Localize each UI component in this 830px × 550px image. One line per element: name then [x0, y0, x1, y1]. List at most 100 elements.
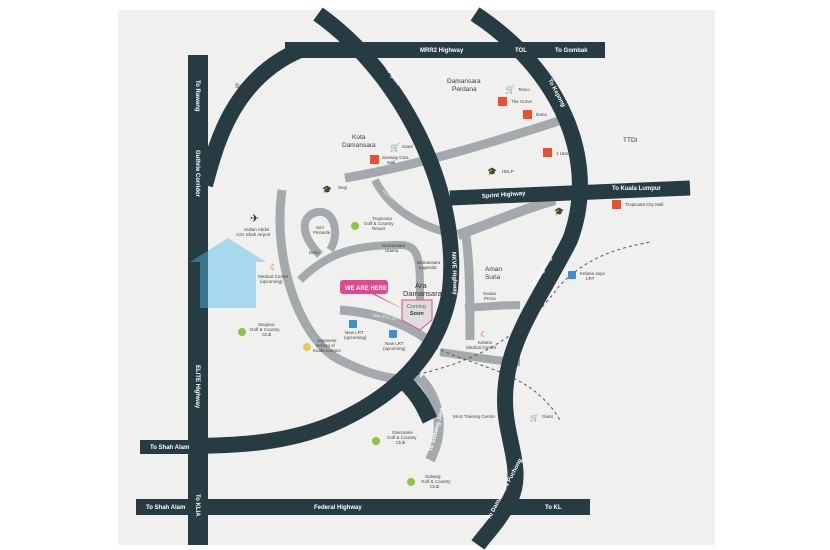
cart-icon: 🛒 — [505, 84, 515, 94]
airplane-icon: ✈ — [250, 213, 259, 225]
graduation-cap-icon: 🎓 — [554, 207, 564, 216]
svg-text:The Curve: The Curve — [511, 99, 533, 104]
shopping-bag-icon — [370, 155, 379, 164]
poi-tropicana-city-mall: Tropicana City Mall — [612, 200, 663, 209]
poi-medical-centre: ☾ Medical Centre(upcoming) — [258, 263, 289, 284]
golf-icon — [372, 437, 380, 445]
golf-icon — [238, 328, 246, 336]
svg-text:Tropicana City Mall: Tropicana City Mall — [625, 202, 663, 207]
red-crescent-icon: ☾ — [270, 263, 277, 272]
we-are-here-bubble — [340, 280, 388, 294]
ara-damansara-road — [297, 240, 424, 301]
poi-tesco: 🛒Tesco — [505, 84, 530, 94]
nkve-label: NKVE Highway — [450, 252, 458, 296]
school-icon — [303, 343, 311, 351]
poi-segi: 🎓 Segi — [322, 185, 347, 194]
cart-icon: 🛒 — [530, 413, 539, 422]
svg-text:KDU: KDU — [570, 209, 580, 214]
ldp-west-highway — [197, 7, 460, 454]
svg-text:Giant: Giant — [402, 144, 414, 149]
persiaran-mahogani — [371, 178, 447, 236]
mrr2-label: MRR2 Highway — [420, 48, 464, 54]
svg-text:1 Utama: 1 Utama — [556, 151, 574, 156]
shopping-bag-icon — [523, 110, 532, 119]
golf-icon — [351, 222, 359, 230]
golf-icon — [407, 478, 415, 486]
watermark-house-icon — [190, 238, 266, 308]
nkve-branch — [394, 371, 438, 424]
pointer — [372, 294, 405, 310]
graduation-cap-icon: 🎓 — [487, 167, 497, 176]
suasa-road — [464, 301, 521, 312]
sprint-label: Sprint Highway — [482, 191, 527, 200]
to-gombak-label: To Gombak — [555, 48, 588, 54]
cart-icon: 🛒 — [390, 142, 400, 152]
poi-the-curve: The Curve — [498, 97, 533, 106]
svg-text:MAS Training Centre: MAS Training Centre — [453, 414, 495, 419]
sungai-buloh-arc — [197, 42, 304, 188]
coming-soon-site — [401, 299, 433, 331]
to-kl-label: To KL — [545, 505, 562, 511]
lrt-line — [399, 241, 651, 379]
svg-text:WE ARE HERE: WE ARE HERE — [345, 286, 387, 292]
svg-text:Segi: Segi — [338, 185, 347, 190]
guthrie-label: Guthrie Corridor — [194, 150, 200, 198]
svg-text:Tesco: Tesco — [518, 87, 530, 92]
poi-lrt-2: New LRT(upcoming) — [383, 330, 406, 351]
shopping-bag-icon — [543, 148, 552, 157]
local-roads — [275, 113, 570, 463]
graduation-cap-icon: 🎓 — [322, 185, 332, 194]
sprint-link-road — [456, 195, 557, 240]
area-ttdi: TTDI — [623, 137, 638, 144]
jalan-pju-1a — [339, 305, 431, 344]
poi-ikano: Ikano — [523, 110, 548, 119]
train-icon — [349, 320, 357, 328]
poi-giant-kd: 🛒Giant — [390, 142, 414, 152]
svg-text:HELP: HELP — [502, 169, 514, 174]
persiaran-surian — [344, 113, 570, 183]
svg-text:New LRT(upcoming): New LRT(upcoming) — [383, 341, 406, 351]
shopping-bag-icon — [498, 97, 507, 106]
aman-suria-road — [460, 229, 475, 341]
rail-line — [429, 344, 561, 421]
lebuhraya-subang-road — [275, 189, 421, 384]
sprint-highway — [449, 180, 691, 206]
poi-giant-kj: 🛒Giant — [530, 413, 554, 422]
highways — [136, 7, 691, 550]
svg-text:Giant: Giant — [542, 414, 554, 419]
to-shah-alam-label-1: To Shah Alam — [150, 445, 189, 451]
red-crescent-icon: ☾ — [480, 330, 487, 339]
poi-lrt-1: New LRT(upcoming) — [344, 320, 367, 340]
to-klia-label: To KLIA — [194, 494, 200, 517]
poi-help: 🎓 HELP — [487, 167, 514, 176]
tol-label: TOL — [515, 48, 527, 54]
to-subang-jaya-road — [416, 374, 444, 463]
area-dezo: Dezo — [309, 250, 320, 255]
poi-1-utama: 1 Utama — [543, 148, 574, 157]
svg-text:Medical Centre(upcoming): Medical Centre(upcoming) — [258, 274, 289, 284]
